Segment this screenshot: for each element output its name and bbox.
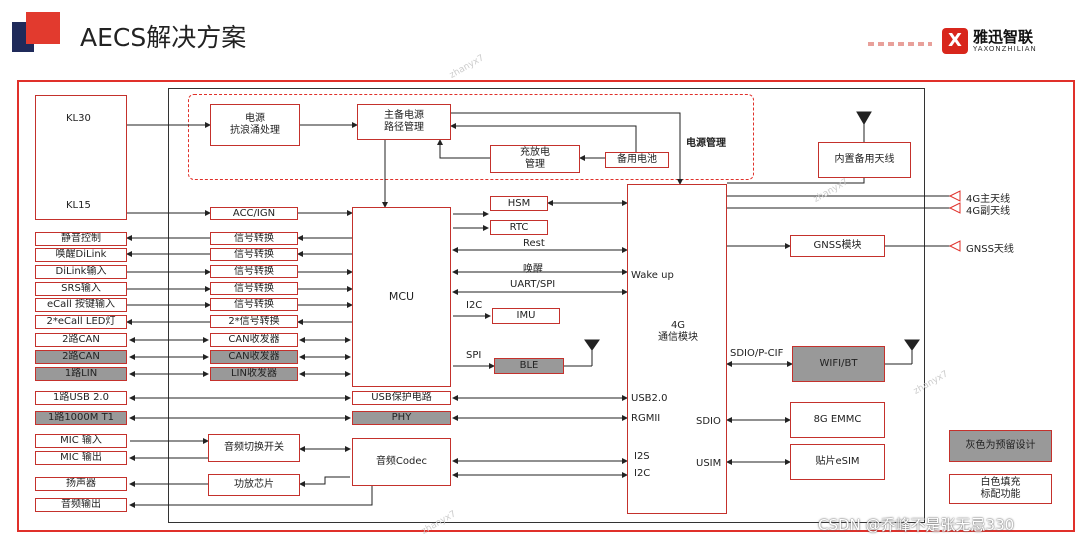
legend-gray: 灰色为预留设计 bbox=[949, 430, 1052, 462]
rtc-block: RTC bbox=[490, 220, 548, 235]
signal-convert-4: 信号转换 bbox=[210, 282, 298, 295]
header-decor-dashes bbox=[868, 42, 932, 46]
pin-sdio-pcif: SDIO/P-CIF bbox=[730, 348, 784, 359]
pin-usim: USIM bbox=[696, 458, 722, 469]
charge-manage-block: 充放电 管理 bbox=[490, 145, 580, 173]
emmc-block: 8G EMMC bbox=[790, 402, 885, 438]
signal-convert-1: 信号转换 bbox=[210, 232, 298, 245]
link-uart-spi: UART/SPI bbox=[510, 279, 556, 290]
kl-supply-block: KL30 KL15 bbox=[35, 95, 127, 220]
logo-icon: X bbox=[942, 28, 968, 54]
ext-4g-aux-antenna: 4G副天线 bbox=[966, 206, 1011, 217]
audio-codec: 音频Codec bbox=[352, 438, 451, 486]
port-mute-control: 静音控制 bbox=[35, 232, 127, 246]
pin-i2c: I2C bbox=[634, 468, 651, 479]
link-i2c: I2C bbox=[466, 300, 483, 311]
pin-sdio: SDIO bbox=[696, 416, 721, 427]
link-rest: Rest bbox=[523, 238, 545, 249]
power-surge-block: 电源 抗浪涌处理 bbox=[210, 104, 300, 146]
4g-module: 4G 通信模块 Wake up USB2.0 RGMII I2S I2C SDI… bbox=[627, 184, 727, 514]
ble-block: BLE bbox=[494, 358, 564, 374]
pin-usb: USB2.0 bbox=[631, 393, 668, 404]
port-can-1: 2路CAN bbox=[35, 333, 127, 347]
wifi-bt-module: WIFI/BT bbox=[792, 346, 885, 382]
kl30-label: KL30 bbox=[66, 113, 91, 124]
imu-block: IMU bbox=[492, 308, 560, 324]
power-management-group bbox=[188, 94, 754, 180]
port-audio-out: 音频输出 bbox=[35, 498, 127, 512]
header-decor-red bbox=[26, 12, 60, 44]
lin-transceiver: LIN收发器 bbox=[210, 367, 298, 381]
port-mic-out: MIC 输出 bbox=[35, 451, 127, 465]
pin-wake-up: Wake up bbox=[631, 270, 674, 281]
esim-block: 贴片eSIM bbox=[790, 444, 885, 480]
port-lin: 1路LIN bbox=[35, 367, 127, 381]
port-can-2: 2路CAN bbox=[35, 350, 127, 364]
link-wake: 唤醒 bbox=[523, 264, 543, 275]
port-mic-in: MIC 输入 bbox=[35, 434, 127, 448]
port-ecall-led: 2*eCall LED灯 bbox=[35, 315, 127, 329]
port-srs-input: SRS输入 bbox=[35, 282, 127, 296]
link-spi: SPI bbox=[466, 350, 482, 361]
pin-rgmii: RGMII bbox=[631, 413, 661, 424]
power-path-block: 主备电源 路径管理 bbox=[357, 104, 451, 140]
port-ecall-button: eCall 按键输入 bbox=[35, 298, 127, 312]
signal-convert-3: 信号转换 bbox=[210, 265, 298, 278]
acc-ign-block: ACC/IGN bbox=[210, 207, 298, 220]
signal-convert-5: 信号转换 bbox=[210, 298, 298, 311]
ext-4g-main-antenna: 4G主天线 bbox=[966, 194, 1011, 205]
mcu-block: MCU bbox=[352, 207, 451, 387]
audio-switch: 音频切换开关 bbox=[208, 434, 300, 462]
power-management-label: 电源管理 bbox=[686, 138, 726, 149]
backup-battery-block: 备用电池 bbox=[605, 152, 669, 168]
pin-i2s: I2S bbox=[634, 451, 650, 462]
logo-en: YAXONZHILIAN bbox=[973, 45, 1037, 53]
port-speaker: 扬声器 bbox=[35, 477, 127, 491]
gnss-module: GNSS模块 bbox=[790, 235, 885, 257]
hsm-block: HSM bbox=[490, 196, 548, 211]
legend-white: 白色填充 标配功能 bbox=[949, 474, 1052, 504]
kl15-label: KL15 bbox=[66, 200, 91, 211]
diagram-frame bbox=[17, 80, 1075, 532]
amplifier-chip: 功放芯片 bbox=[208, 474, 300, 496]
footer-credit: CSDN @乔峰不是张无忌330 bbox=[818, 516, 1015, 534]
logo-name: 雅迅智联 bbox=[973, 28, 1034, 46]
can-transceiver-1: CAN收发器 bbox=[210, 333, 298, 347]
port-dilink-input: DiLink输入 bbox=[35, 265, 127, 279]
ext-gnss-antenna: GNSS天线 bbox=[966, 244, 1014, 255]
can-transceiver-2: CAN收发器 bbox=[210, 350, 298, 364]
port-ethernet-t1: 1路1000M T1 bbox=[35, 411, 127, 425]
port-usb: 1路USB 2.0 bbox=[35, 391, 127, 405]
port-wake-dilink: 唤醒DiLink bbox=[35, 248, 127, 262]
page-title: AECS解决方案 bbox=[80, 23, 247, 52]
signal-convert-2: 信号转换 bbox=[210, 248, 298, 261]
usb-protection: USB保护电路 bbox=[352, 391, 451, 405]
signal-convert-6: 2*信号转换 bbox=[210, 315, 298, 328]
phy-block: PHY bbox=[352, 411, 451, 425]
internal-antenna: 内置备用天线 bbox=[818, 142, 911, 178]
4g-module-label: 4G 通信模块 bbox=[658, 320, 698, 343]
